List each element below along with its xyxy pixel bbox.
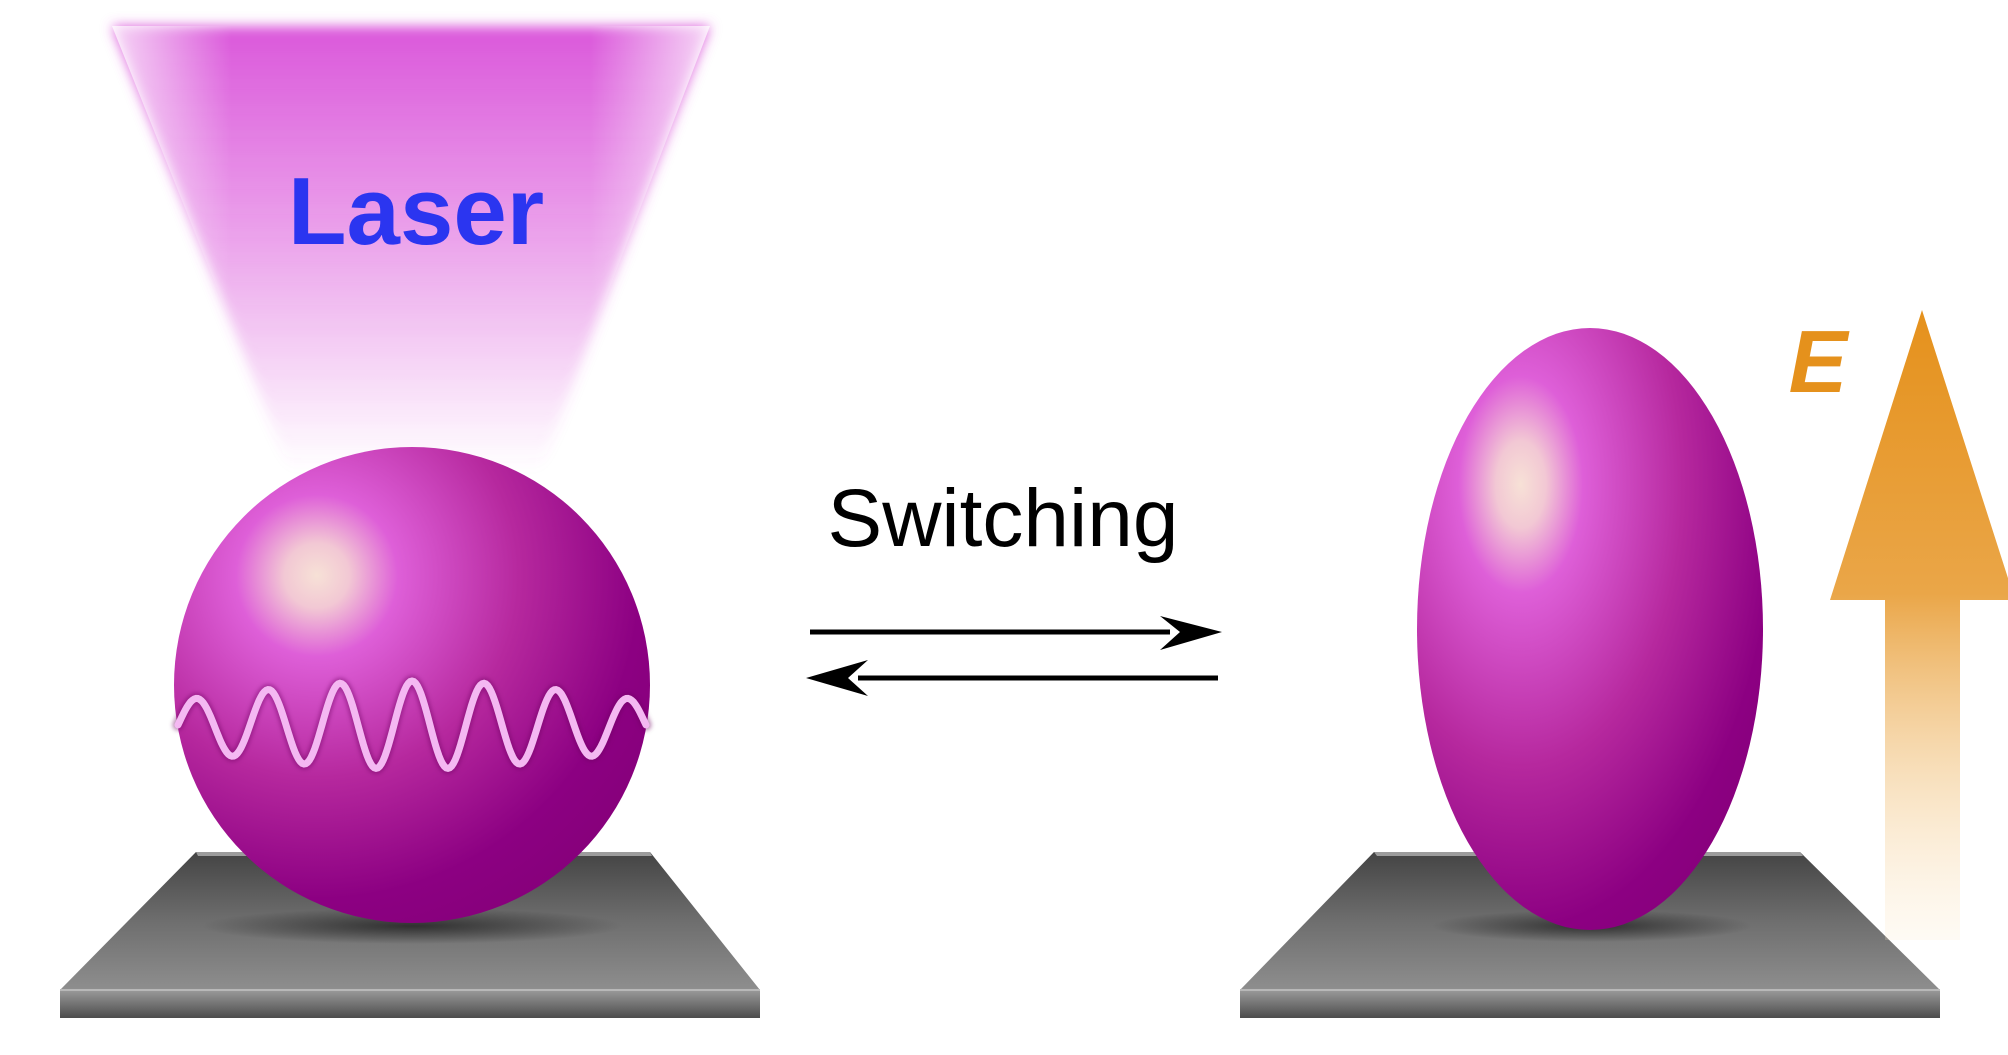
laser-label: Laser	[288, 158, 544, 265]
left-particle-shadow	[202, 908, 622, 944]
forward-arrow	[810, 616, 1222, 650]
ellipsoid-particle	[1417, 328, 1763, 930]
standing-wave	[172, 675, 652, 775]
reverse-arrow	[806, 660, 1218, 696]
electric-field-arrow	[1830, 310, 2008, 940]
switching-label: Switching	[828, 473, 1179, 564]
field-label: E	[1789, 312, 1850, 411]
laser-beam	[112, 26, 710, 470]
